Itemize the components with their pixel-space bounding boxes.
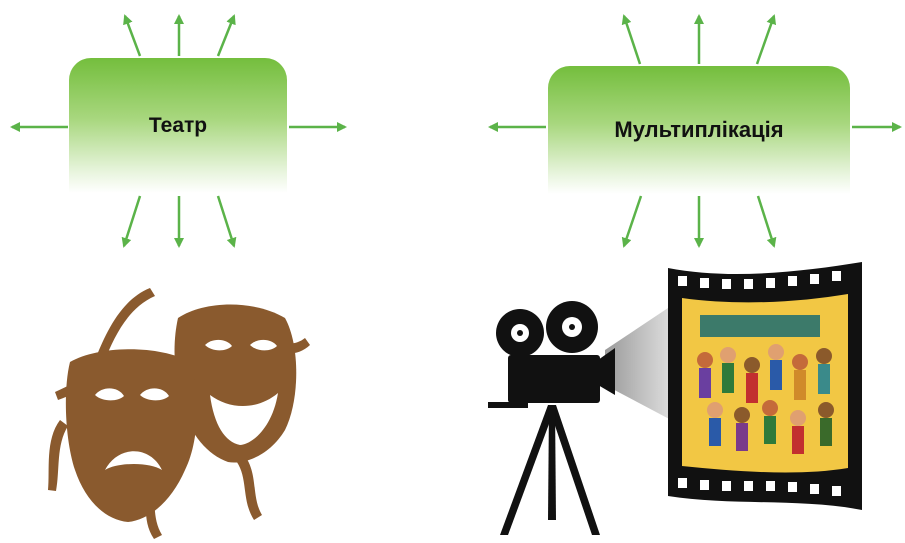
animation-box: Мультиплікація bbox=[548, 66, 850, 194]
arrow-right-up-3 bbox=[755, 14, 777, 65]
arrow-right-up-1 bbox=[621, 14, 642, 65]
movie-camera bbox=[488, 301, 615, 535]
cartoon-crowd bbox=[697, 315, 834, 454]
arrow-left-up-3 bbox=[216, 14, 236, 57]
arrow-left-down-1 bbox=[121, 195, 142, 248]
theatre-box: Театр bbox=[69, 58, 287, 193]
theatre-label: Театр bbox=[148, 113, 208, 137]
arrow-right-down-3 bbox=[756, 195, 777, 248]
arrow-left-up-1 bbox=[123, 14, 142, 57]
animation-label: Мультиплікація bbox=[614, 117, 784, 142]
arrow-right-down-1 bbox=[621, 195, 643, 248]
arrow-left-down-3 bbox=[216, 195, 237, 248]
